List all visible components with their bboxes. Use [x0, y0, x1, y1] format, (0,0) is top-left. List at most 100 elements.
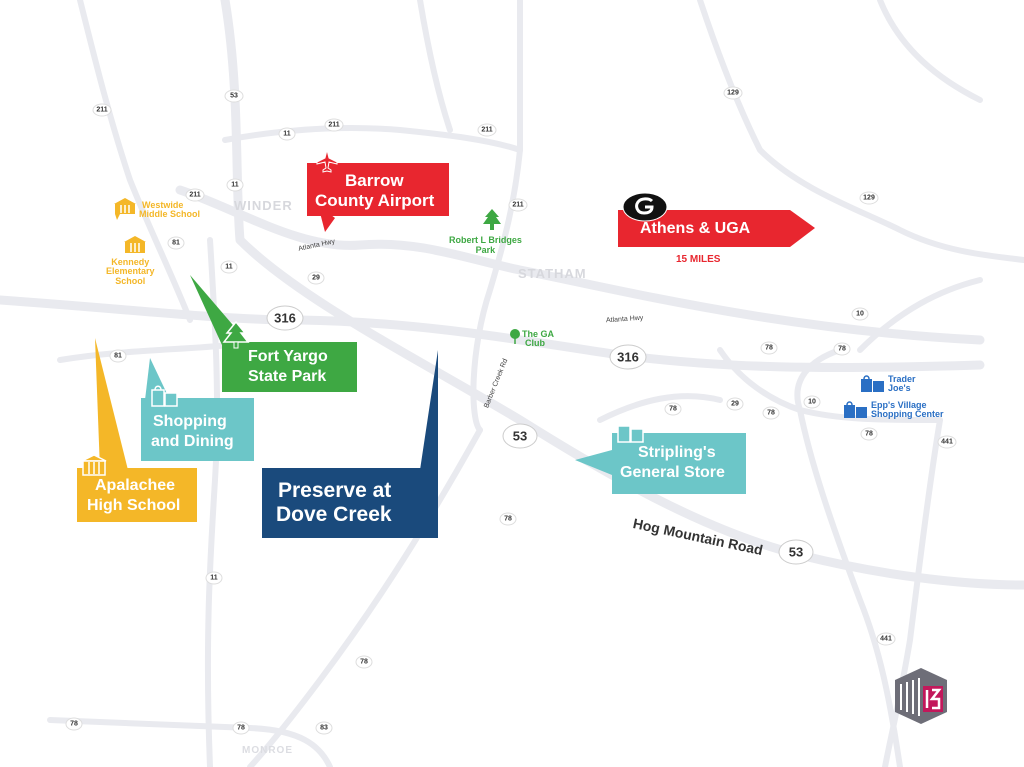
shield-78e: 78: [860, 427, 878, 441]
road-hwy-29: [175, 185, 985, 345]
shield-441a: 441: [937, 435, 957, 449]
athens-callout[interactable]: Athens & UGA: [618, 192, 790, 247]
fort-yargo-line2: State Park: [248, 368, 327, 385]
trader-line1: Trader: [888, 374, 916, 384]
kennedy-line1: Kennedy: [111, 257, 150, 267]
route-shields: 211 53 11 211 211 129 11 211 211 81 11 2…: [65, 86, 957, 735]
apalachee-line2: High School: [87, 497, 181, 514]
watermark-logo: [895, 668, 947, 724]
shield-10a: 10: [851, 307, 869, 321]
ga-club-line2: Club: [525, 338, 545, 349]
shopping-bag-icon: [617, 421, 644, 443]
shield-11d: 11: [205, 571, 223, 585]
preserve-pointer: [420, 350, 438, 470]
fort-yargo-line1: Fort Yargo: [248, 348, 328, 365]
shield-label: 29: [312, 275, 320, 282]
shield-78a: 78: [760, 341, 778, 355]
kennedy-label: Kennedy Elementary School: [106, 257, 155, 286]
epps-line1: Epp's Village: [871, 400, 927, 410]
town-bottom: MONROE: [242, 745, 293, 756]
bridges-line1: Robert L Bridges: [449, 235, 522, 245]
school-icon: [81, 454, 107, 476]
airport-line2: County Airport: [315, 191, 435, 210]
shield-29b: 29: [726, 397, 744, 411]
shield-129b: 129: [859, 191, 879, 205]
shield-211a: 211: [92, 103, 112, 117]
shield-label: 78: [669, 406, 677, 413]
shield-label: 211: [189, 192, 200, 199]
shopping-bag-icon: [861, 375, 884, 392]
shield-11a: 11: [278, 127, 296, 141]
stripling-callout[interactable]: Stripling's General Store: [612, 433, 746, 494]
shopping-line1: Shopping: [153, 413, 227, 430]
shield-53b: 53: [502, 423, 538, 449]
apalachee-line1: Apalachee: [95, 477, 176, 494]
shield-label: 10: [856, 311, 864, 318]
shield-78b: 78: [833, 342, 851, 356]
shield-label: 53: [513, 429, 527, 444]
town-statham: STATHAM: [518, 266, 587, 281]
town-winder: WINDER: [234, 198, 293, 213]
shopping-bag-icon: [151, 385, 178, 407]
shield-label: 83: [320, 725, 328, 732]
shield-label: 316: [617, 350, 639, 365]
apalachee-callout[interactable]: Apalachee High School: [77, 468, 197, 522]
westside-line2: Middle School: [139, 209, 201, 220]
shield-label: 53: [230, 93, 238, 100]
shield-211b: 211: [324, 118, 344, 132]
shield-label: 81: [172, 240, 180, 247]
athens-label: Athens & UGA: [640, 220, 751, 237]
trader-line2: Joe's: [888, 383, 911, 394]
athens-arrow-head: [790, 210, 815, 247]
shield-78g: 78: [355, 655, 373, 669]
shield-81a: 81: [167, 236, 185, 250]
shield-label: 81: [114, 353, 122, 360]
ga-club-line1: The GA: [522, 329, 555, 339]
shield-label: 211: [96, 107, 107, 114]
westside-line1: Westwide: [142, 200, 184, 210]
road-316: [0, 295, 985, 373]
westside-label: Westwide Middle School: [139, 200, 201, 220]
apalachee-pointer: [95, 338, 128, 470]
epps-village-label: Epp's Village Shopping Center: [871, 400, 944, 420]
shield-label: 211: [481, 127, 492, 134]
shield-label: 78: [504, 516, 512, 523]
airport-callout[interactable]: Barrow County Airport: [307, 149, 449, 216]
shield-label: 78: [838, 346, 846, 353]
bridges-label: Robert L Bridges Park: [449, 235, 522, 256]
shield-10b: 10: [803, 395, 821, 409]
shield-label: 29: [731, 401, 739, 408]
shield-29a: 29: [307, 271, 325, 285]
fort-yargo-callout[interactable]: Fort Yargo State Park: [222, 342, 357, 392]
shield-11b: 11: [226, 178, 244, 192]
shield-316b: 316: [609, 344, 647, 370]
shield-label: 11: [283, 131, 291, 138]
epps-line2: Shopping Center: [871, 409, 944, 420]
trader-joes-label: Trader Joe's: [888, 374, 916, 394]
shield-label: 78: [70, 721, 78, 728]
shopping-callout[interactable]: Shopping and Dining: [141, 398, 254, 461]
shield-78i: 78: [232, 721, 250, 735]
shield-label: 78: [237, 725, 245, 732]
shield-441b: 441: [876, 632, 896, 646]
preserve-line1: Preserve at: [278, 479, 392, 502]
shield-78h: 78: [65, 717, 83, 731]
shield-label: 11: [210, 575, 218, 582]
airplane-icon: [316, 149, 338, 173]
shield-label: 129: [863, 195, 875, 202]
shield-label: 78: [360, 659, 368, 666]
shield-78c: 78: [664, 402, 682, 416]
shield-316a: 316: [266, 305, 304, 331]
shield-label: 78: [865, 431, 873, 438]
kennedy-line3: School: [115, 275, 146, 286]
stripling-pointer: [575, 450, 612, 475]
shield-label: 211: [512, 202, 523, 209]
shield-78d: 78: [762, 406, 780, 420]
shield-label: 441: [880, 636, 892, 643]
shield-129a: 129: [723, 86, 743, 100]
shield-label: 441: [941, 439, 953, 446]
shield-81b: 81: [109, 349, 127, 363]
preserve-callout[interactable]: Preserve at Dove Creek: [262, 468, 438, 538]
school-icon: [114, 198, 136, 220]
